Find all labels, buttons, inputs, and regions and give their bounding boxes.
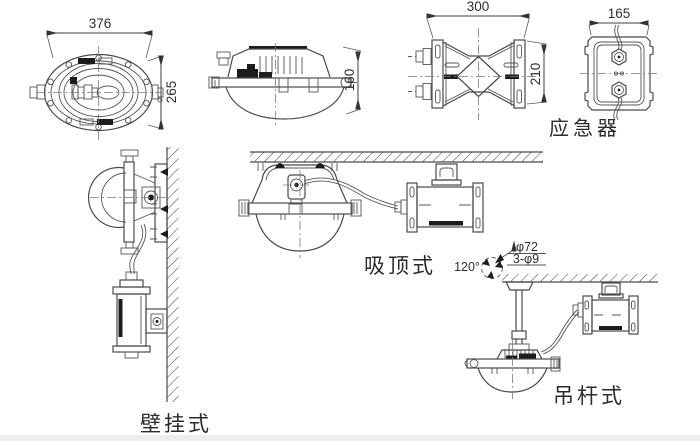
glass-dome-rod: [477, 367, 548, 393]
dim-bolt-angle: 120°: [454, 260, 480, 274]
tag-top-light: [98, 57, 113, 65]
tag-bottom-dark: [97, 119, 113, 125]
junction-box-wall: [112, 271, 168, 359]
dim-box-height: 210: [528, 63, 543, 86]
dim-side-height: 160: [342, 69, 357, 92]
glass-dome-side: [87, 166, 125, 229]
view-side: 160: [208, 43, 362, 125]
center-hub: [287, 174, 306, 205]
cable-entry-box: [216, 51, 231, 66]
bolt-circle-detail: [481, 250, 513, 279]
dim-front-width: 376: [89, 16, 112, 31]
ceiling-hatch: [250, 152, 543, 162]
terminal-bolt-top: [611, 48, 627, 66]
caption-wall-mount: 壁挂式: [140, 413, 212, 436]
dim-box-width: 300: [467, 0, 490, 14]
view-emergency-unit: 165 应急器: [549, 6, 658, 140]
glass-dome: [225, 86, 345, 120]
wall-anchor-bolts: [150, 166, 168, 240]
cable-glands: [408, 48, 432, 100]
side-entry-left: [29, 84, 46, 100]
caption-emergency: 应急器: [549, 117, 621, 140]
dim-bolt-circle: φ72: [516, 240, 538, 254]
dim-emergency-width: 165: [608, 6, 631, 21]
ceiling-hatch-rod: [502, 274, 658, 282]
lead-wires: [613, 24, 623, 121]
dim-front-height: 265: [164, 81, 179, 104]
cable-ceiling: [303, 177, 399, 210]
dim-bolt-holes: 3-φ9: [513, 252, 539, 266]
sheet-bottom-edge: [0, 435, 700, 441]
view-rod-mount: φ72 3-φ9 120°: [454, 240, 658, 408]
view-terminal-box: 300 210: [408, 0, 547, 120]
wall-hatch: [167, 147, 179, 402]
tag-bottom-light: [79, 118, 94, 126]
view-ceiling-mount: 吸顶式: [238, 151, 543, 278]
cable-wall: [129, 223, 147, 275]
terminal-bolt-bottom: [611, 81, 627, 99]
caption-ceiling-mount: 吸顶式: [364, 255, 436, 278]
perimeter-bolts: [47, 54, 150, 131]
cooling-fins: [259, 56, 303, 74]
lamp-bulb: [70, 77, 120, 100]
junction-box-ceiling: [394, 163, 484, 233]
view-wall-mount: 壁挂式: [87, 147, 212, 436]
tag-top-dark: [78, 58, 95, 64]
junction-box-rod: [572, 282, 639, 335]
view-front-oval: 376 265: [29, 16, 179, 140]
cable-rod: [540, 309, 580, 355]
flange: [211, 77, 352, 88]
caption-rod-mount: 吊杆式: [553, 385, 625, 408]
